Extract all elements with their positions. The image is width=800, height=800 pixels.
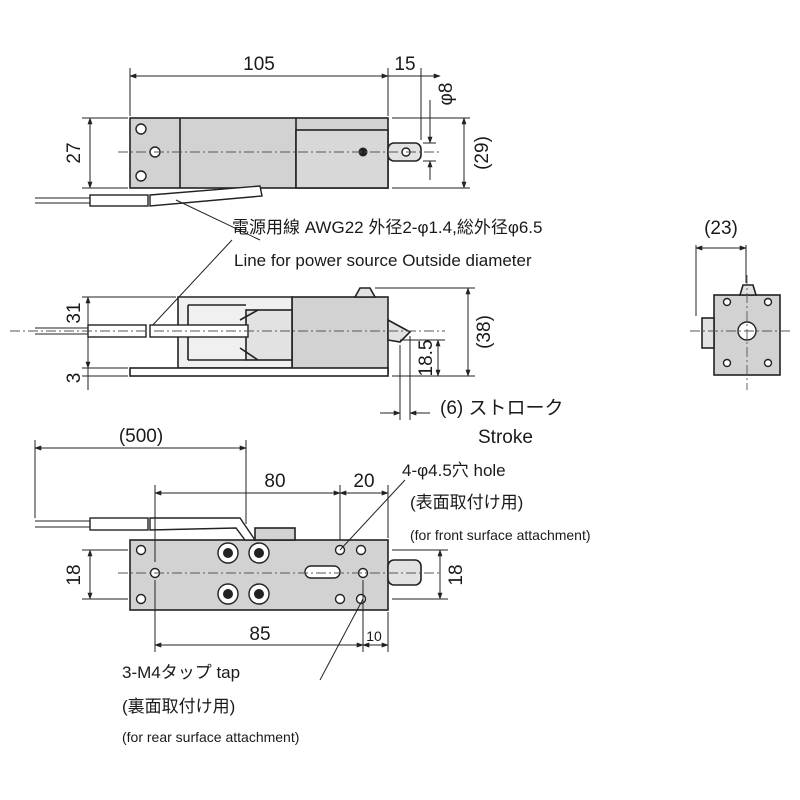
dim-3: 3 (64, 373, 85, 384)
dim-18-left: 18 (64, 564, 85, 585)
bottom-view: (500) 80 20 18 18 85 10 4-φ4.5穴 hole (表面… (34, 426, 591, 745)
hole-label: 4-φ4.5穴 hole (402, 461, 506, 480)
dim-23: (23) (704, 218, 738, 239)
tap-label: 3-M4タップ tap (122, 663, 240, 682)
side-body (291, 296, 389, 374)
wire-label-jp: 電源用線 AWG22 外径2-φ1.4,総外径φ6.5 (232, 218, 542, 237)
dim-38: (38) (474, 315, 495, 349)
dim-85: 85 (249, 624, 270, 645)
top-view: 105 15 27 φ8 (29) (35, 54, 493, 207)
dim-500: (500) (119, 426, 163, 447)
dim-15: 15 (394, 54, 415, 75)
dim-31: 31 (64, 302, 85, 323)
wire-label: 電源用線 AWG22 外径2-φ1.4,総外径φ6.5 Line for pow… (149, 199, 542, 329)
dim-29: (29) (472, 136, 493, 170)
hole-label-en: (for front surface attachment) (410, 527, 591, 543)
end-view: (23) (690, 218, 790, 390)
stroke-label-en: Stroke (478, 427, 533, 448)
dim-18-right: 18 (446, 564, 467, 585)
side-view: 31 3 18.5 (38) (6) ストローク Stroke (10, 287, 564, 448)
dim-105: 105 (243, 54, 275, 75)
dim-18-5: 18.5 (416, 340, 437, 377)
dim-27: 27 (64, 142, 85, 163)
dim-80: 80 (264, 471, 285, 492)
tap-label-jp: (裏面取付け用) (122, 696, 235, 716)
stroke-label-jp: (6) ストローク (440, 397, 564, 419)
hole-label-jp: (表面取付け用) (410, 493, 523, 512)
dim-phi8: φ8 (436, 83, 457, 106)
dim-10: 10 (366, 628, 382, 644)
wire-label-en: Line for power source Outside diameter (234, 251, 532, 270)
dim-20: 20 (353, 471, 374, 492)
tap-label-en: (for rear surface attachment) (122, 729, 299, 745)
